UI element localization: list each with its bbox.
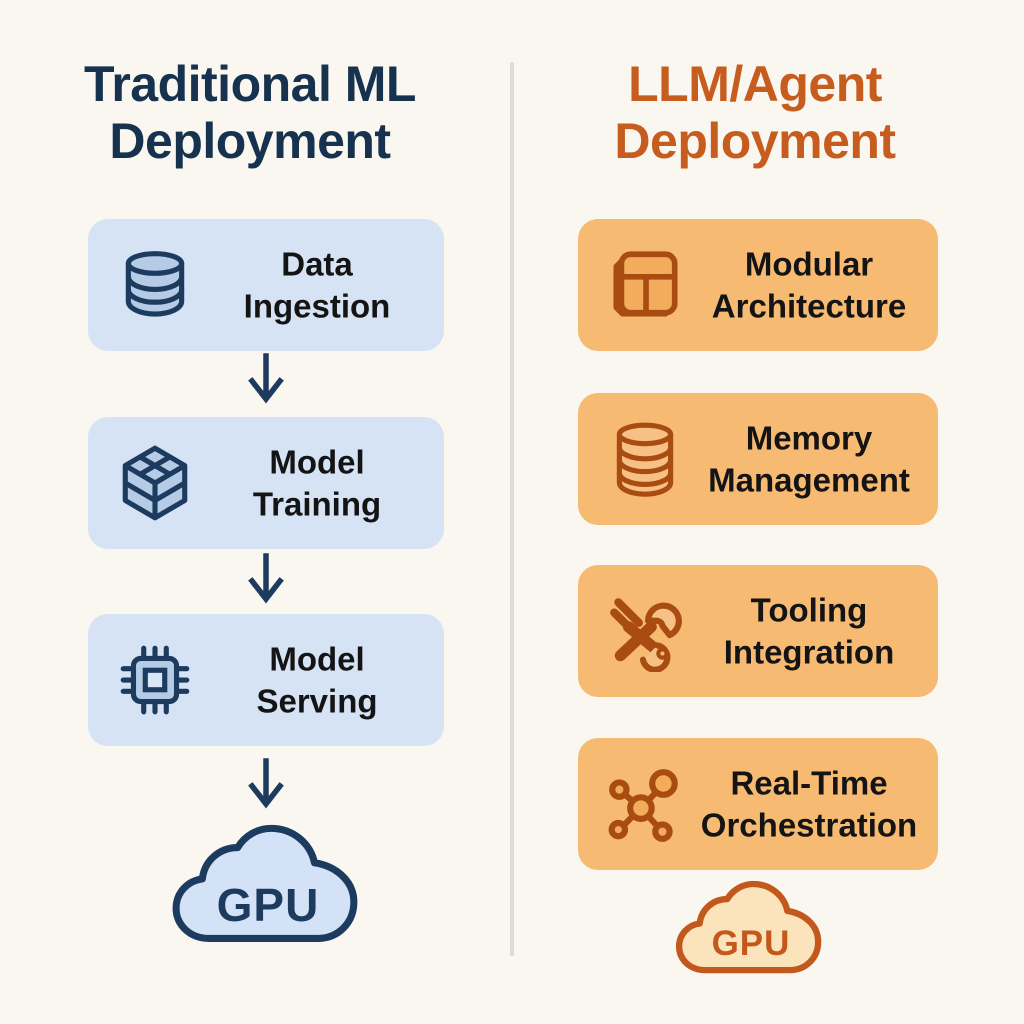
card-label-line2: Orchestration <box>700 806 918 843</box>
card-label: Real-Time Orchestration <box>690 762 928 845</box>
card-label-line2: Serving <box>256 682 378 719</box>
right-title-line1: LLM/Agent <box>628 56 882 112</box>
cloud-icon <box>172 824 358 943</box>
tools-icon <box>604 590 686 672</box>
card-label-line1: Model <box>269 640 365 678</box>
right-column-title: LLM/Agent Deployment <box>548 56 962 170</box>
card-label-line2: Training <box>252 485 382 522</box>
gpu-label: GPU <box>216 879 320 931</box>
memory-database-icon <box>604 418 686 500</box>
card-label: Tooling Integration <box>690 589 928 672</box>
right-title-line2: Deployment <box>614 113 896 169</box>
card-label: Memory Management <box>690 417 928 500</box>
gpu-label: GPU <box>711 924 791 963</box>
card-label-line1: Model <box>269 443 365 481</box>
gpu-cloud-left: GPU <box>167 824 369 958</box>
card-label-line1: Memory <box>745 419 873 457</box>
left-title-line2: Deployment <box>109 113 391 169</box>
card-model-serving: Model Serving <box>88 614 444 746</box>
card-label-line1: Data <box>281 245 353 283</box>
card-label-line1: Real-Time <box>730 764 888 802</box>
card-label: Model Serving <box>200 638 434 721</box>
cube-icon <box>114 442 196 524</box>
database-icon <box>114 244 196 326</box>
cloud-icon <box>675 880 822 974</box>
card-data-ingestion: Data Ingestion <box>88 219 444 351</box>
card-label-line2: Architecture <box>711 287 907 324</box>
card-modular-architecture: Modular Architecture <box>578 219 938 351</box>
card-model-training: Model Training <box>88 417 444 549</box>
left-title-line1: Traditional ML <box>84 56 416 112</box>
arrow-down-icon <box>248 758 284 816</box>
gpu-cloud-right: GPU <box>672 880 830 986</box>
card-label-line2: Management <box>708 461 910 498</box>
card-label-line2: Integration <box>723 633 895 670</box>
card-label-line1: Modular <box>744 245 874 283</box>
left-column-title: Traditional ML Deployment <box>30 56 470 170</box>
network-icon <box>604 763 686 845</box>
card-memory-management: Memory Management <box>578 393 938 525</box>
modules-icon <box>604 244 686 326</box>
card-tooling-integration: Tooling Integration <box>578 565 938 697</box>
arrow-down-icon <box>248 553 284 611</box>
column-divider <box>510 62 514 956</box>
card-label: Data Ingestion <box>200 243 434 326</box>
card-label-line1: Tooling <box>750 591 868 629</box>
arrow-down-icon <box>248 353 284 411</box>
card-label: Modular Architecture <box>690 243 928 326</box>
card-label: Model Training <box>200 441 434 524</box>
chip-icon <box>114 639 196 721</box>
card-realtime-orchestration: Real-Time Orchestration <box>578 738 938 870</box>
card-label-line2: Ingestion <box>243 287 391 324</box>
